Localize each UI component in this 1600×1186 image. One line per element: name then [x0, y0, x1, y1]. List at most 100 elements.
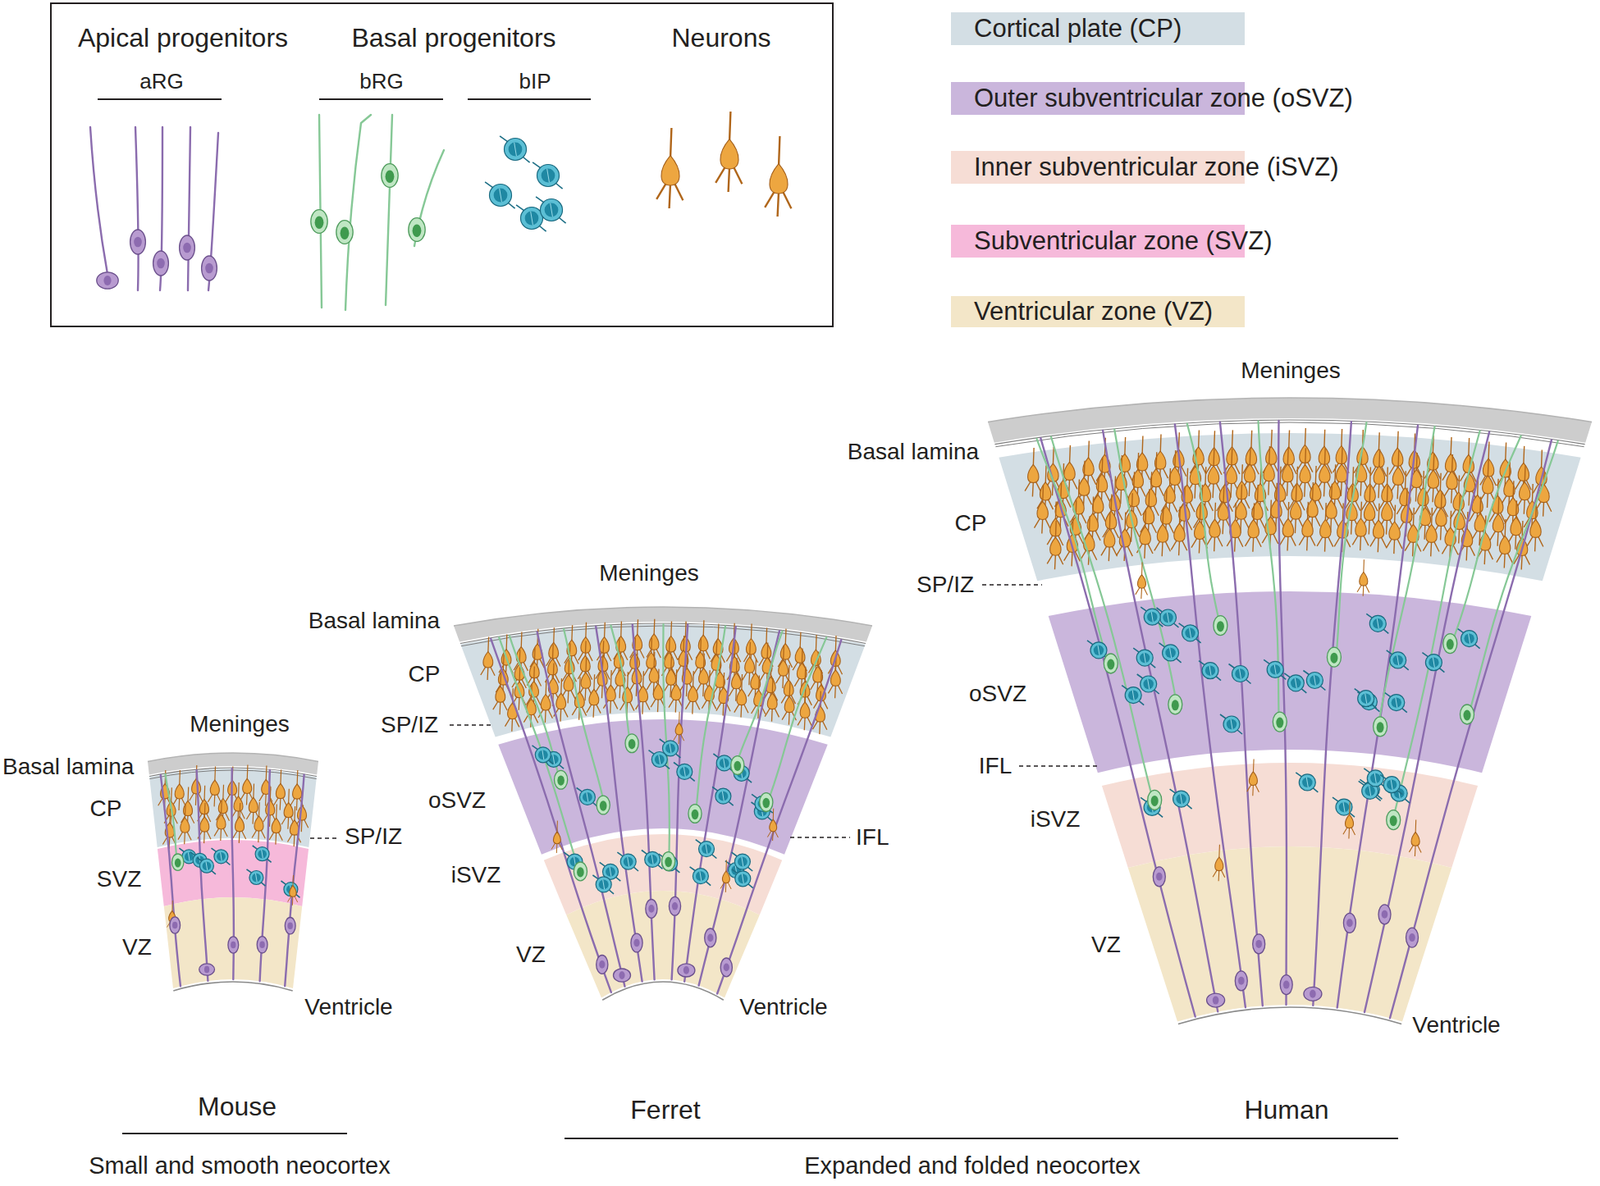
neuron-soma: [1248, 520, 1259, 539]
basal-intermediate-progenitor: [1458, 629, 1481, 650]
nucleus: [1376, 722, 1385, 733]
radial-fiber: [1040, 438, 1195, 1017]
neuron-soma: [675, 722, 683, 736]
nucleus: [1290, 678, 1301, 689]
zone-label: SP/IZ: [344, 823, 403, 851]
legend-text-holder: Ventricular zone (VZ): [973, 297, 1213, 327]
zone-label-holder: VZ: [1091, 932, 1121, 959]
neuron-soma: [1530, 519, 1541, 538]
cell-body: [249, 871, 264, 886]
chromatin: [550, 203, 554, 217]
nucleus: [385, 169, 395, 183]
soma: [731, 756, 745, 776]
basal-intermediate-progenitor: [1179, 623, 1202, 644]
zone-label: oSVZ: [969, 681, 1027, 708]
neuron-soma: [1103, 529, 1115, 548]
soma: [1168, 694, 1183, 715]
nucleus: [1156, 873, 1163, 882]
cell-body: [1366, 770, 1384, 787]
nucleus: [1408, 933, 1416, 942]
species-caption: Small and smooth neocortex: [88, 1152, 391, 1180]
cell-body: [735, 871, 751, 887]
zone-label-holder: Ventricle: [1412, 1012, 1500, 1039]
legend-text-holder: Cortical plate (CP): [973, 13, 1182, 44]
zone-label: CP: [90, 795, 123, 823]
zone-label-holder: Ventricle: [739, 994, 828, 1021]
chromatin: [1189, 628, 1192, 639]
neuron-soma: [761, 642, 772, 659]
process: [649, 750, 671, 770]
zone-label-holder: SP/IZ: [344, 823, 403, 851]
process: [532, 745, 554, 765]
neuron-process: [767, 809, 778, 842]
nucleus: [1283, 981, 1290, 990]
basal-intermediate-progenitor: [1385, 693, 1408, 714]
nucleus: [737, 873, 748, 884]
radial-fiber: [1187, 424, 1221, 627]
zone-label-holder: iSVZ: [1030, 806, 1081, 833]
neuron-soma: [1217, 502, 1229, 521]
basal-intermediate-progenitor: [712, 786, 734, 806]
radial-fiber: [284, 775, 304, 988]
legend-text: Cortical plate (CP): [973, 13, 1182, 44]
neuron-soma: [580, 672, 591, 690]
heading-rule: [467, 98, 591, 101]
basal-radial-glia-soma: [1373, 717, 1388, 737]
apical-radial-glia-soma: [153, 251, 170, 276]
neuron-soma: [1302, 518, 1313, 537]
cell-body: [1143, 608, 1161, 626]
leader-line: [982, 584, 1043, 586]
neuron-process: [813, 691, 828, 736]
process: [1263, 659, 1286, 680]
neuron-soma: [548, 658, 558, 676]
radial-fiber: [1036, 438, 1109, 665]
cell-body: [644, 851, 661, 868]
neuron-soma: [1266, 446, 1277, 465]
chromatin: [530, 211, 534, 225]
zone-label: IFL: [855, 824, 889, 851]
zone-label-holder: IFL: [978, 753, 1012, 780]
neuron-process: [720, 860, 732, 893]
process: [731, 869, 754, 889]
basal-intermediate-progenitor: [1332, 797, 1355, 818]
zone-label-holder: VZ: [122, 934, 152, 961]
zone-label-holder: CP: [955, 510, 988, 537]
soma: [1213, 616, 1228, 636]
basal-radial-glia-soma: [662, 852, 676, 872]
neuron-soma: [1435, 507, 1447, 526]
apical-radial-glia-soma: [720, 958, 732, 978]
process: [252, 845, 272, 863]
apical-radial-glia-soma: [96, 272, 119, 289]
apical-radial-glia-soma: [201, 256, 218, 281]
chromatin: [1143, 653, 1146, 663]
process: [690, 867, 712, 887]
nucleus: [1238, 977, 1245, 986]
chromatin: [1395, 698, 1398, 709]
neuron: [274, 770, 288, 811]
apical-radial-glia-soma: [284, 918, 296, 935]
soma: [630, 933, 643, 953]
zone-label-holder: SP/IZ: [916, 571, 974, 599]
zone-label-holder: Meninges: [189, 711, 289, 738]
process: [617, 852, 639, 872]
zone-label: IFL: [978, 753, 1012, 780]
radial-fiber: [135, 127, 139, 291]
nucleus: [508, 142, 523, 157]
neuron-soma: [1209, 519, 1221, 538]
radial-fiber: [717, 640, 842, 994]
nucleus: [1165, 648, 1175, 659]
chromatin: [553, 754, 555, 764]
process: [1385, 693, 1408, 714]
neuron-process: [1357, 559, 1370, 597]
neuron-soma: [780, 644, 791, 661]
cell-body: [692, 868, 709, 885]
neuron: [240, 765, 254, 806]
basal-intermediate-progenitor: [1380, 775, 1403, 796]
chromatin: [658, 754, 661, 764]
chromatin: [261, 850, 264, 859]
neuron: [207, 766, 221, 807]
radial-fiber: [385, 114, 393, 306]
cell-body: [620, 854, 636, 870]
chromatin: [1365, 694, 1367, 704]
